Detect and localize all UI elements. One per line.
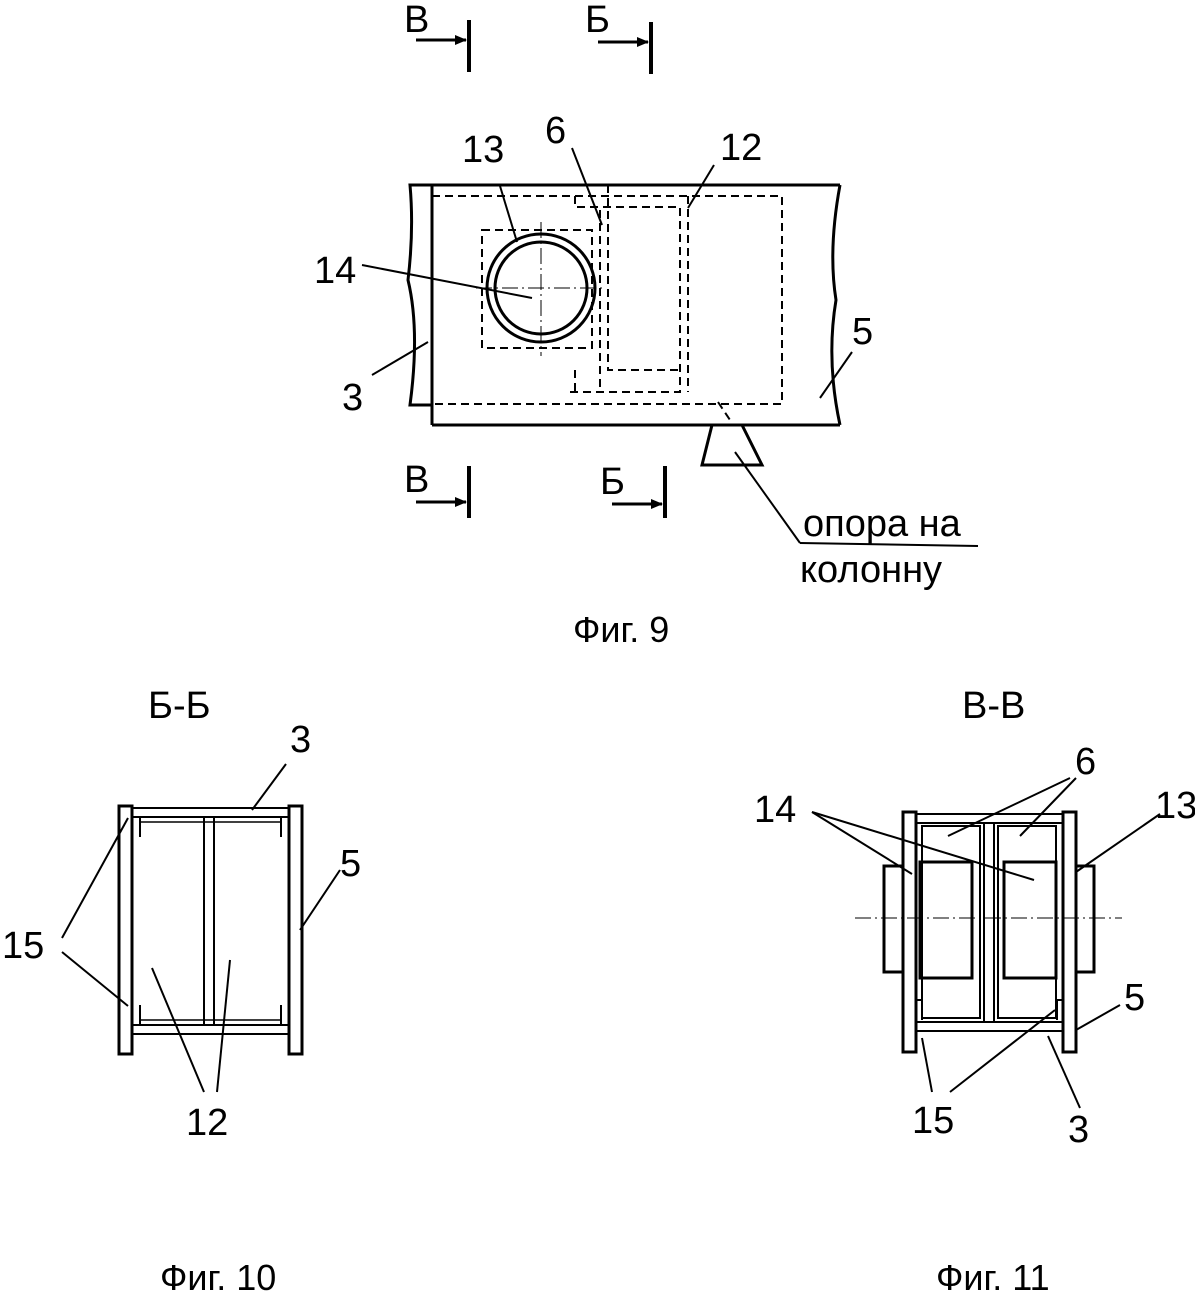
label-5-fig11: 5: [1124, 977, 1145, 1019]
label-3: 3: [342, 377, 363, 419]
beam-3: [406, 183, 434, 407]
angle-15-right: [280, 816, 289, 1026]
figure-9: В Б: [314, 0, 979, 650]
section-marker-b-bottom: Б: [600, 461, 667, 518]
bottom-flange: [131, 1024, 290, 1035]
svg-text:Б: Б: [585, 0, 610, 41]
section-marker-v-top: В: [404, 0, 471, 72]
label-15-fig11: 15: [912, 1100, 954, 1142]
top-flange: [131, 807, 290, 818]
collar-right: [1074, 864, 1096, 974]
inner-box-right: [997, 825, 1057, 1019]
label-12: 12: [720, 127, 762, 169]
hidden-contours: [431, 185, 783, 405]
leader-lines-fig9: [361, 147, 853, 399]
support-label-line1: опора на: [803, 503, 962, 545]
bottom-flange-11: [915, 1021, 1064, 1032]
label-5-fig10: 5: [340, 843, 361, 885]
section-marker-b-top: Б: [585, 0, 653, 74]
support-label-line2: колонну: [800, 549, 942, 591]
label-13-fig11: 13: [1155, 785, 1195, 827]
collar-left: [882, 864, 905, 974]
side-plate-right-11: [1061, 810, 1078, 1054]
title-fig10: Б-Б: [148, 685, 211, 727]
label-15-fig10: 15: [2, 925, 44, 967]
side-plate-left-11: [901, 810, 918, 1054]
pipe-section-left: [918, 860, 974, 980]
inner-box-left: [921, 825, 981, 1019]
caption-fig10: Фиг. 10: [160, 1257, 276, 1294]
label-5: 5: [852, 311, 873, 353]
label-13: 13: [462, 129, 504, 171]
title-fig11: В-В: [962, 685, 1025, 727]
column-support: [700, 401, 979, 547]
label-14-fig11: 14: [754, 789, 796, 831]
center-web: [203, 816, 215, 1026]
label-6: 6: [545, 110, 566, 152]
caption-fig11: Фиг. 11: [936, 1257, 1050, 1294]
side-plate-right: [287, 804, 304, 1056]
label-6-fig11: 6: [1075, 741, 1096, 783]
svg-text:В: В: [404, 459, 429, 501]
label-3-fig11: 3: [1068, 1109, 1089, 1151]
svg-text:В: В: [404, 0, 429, 41]
angle-15-left: [132, 816, 141, 1026]
label-14: 14: [314, 250, 356, 292]
figure-11: В-В 6 14 13 5 15 3: [754, 685, 1195, 1294]
center-web-11: [983, 822, 995, 1023]
pipe-13: [476, 222, 606, 356]
label-3-fig10: 3: [290, 719, 311, 761]
section-marker-v-bottom: В: [404, 459, 471, 518]
caption-fig9: Фиг. 9: [573, 609, 669, 650]
label-12-fig10: 12: [186, 1102, 228, 1144]
pipe-section-right: [1002, 860, 1058, 980]
side-plate-left: [117, 804, 134, 1056]
figure-10: Б-Б 3 5 15 12 Фиг. 10: [2, 685, 361, 1294]
svg-text:Б: Б: [600, 461, 625, 503]
beam-5: [430, 183, 842, 427]
